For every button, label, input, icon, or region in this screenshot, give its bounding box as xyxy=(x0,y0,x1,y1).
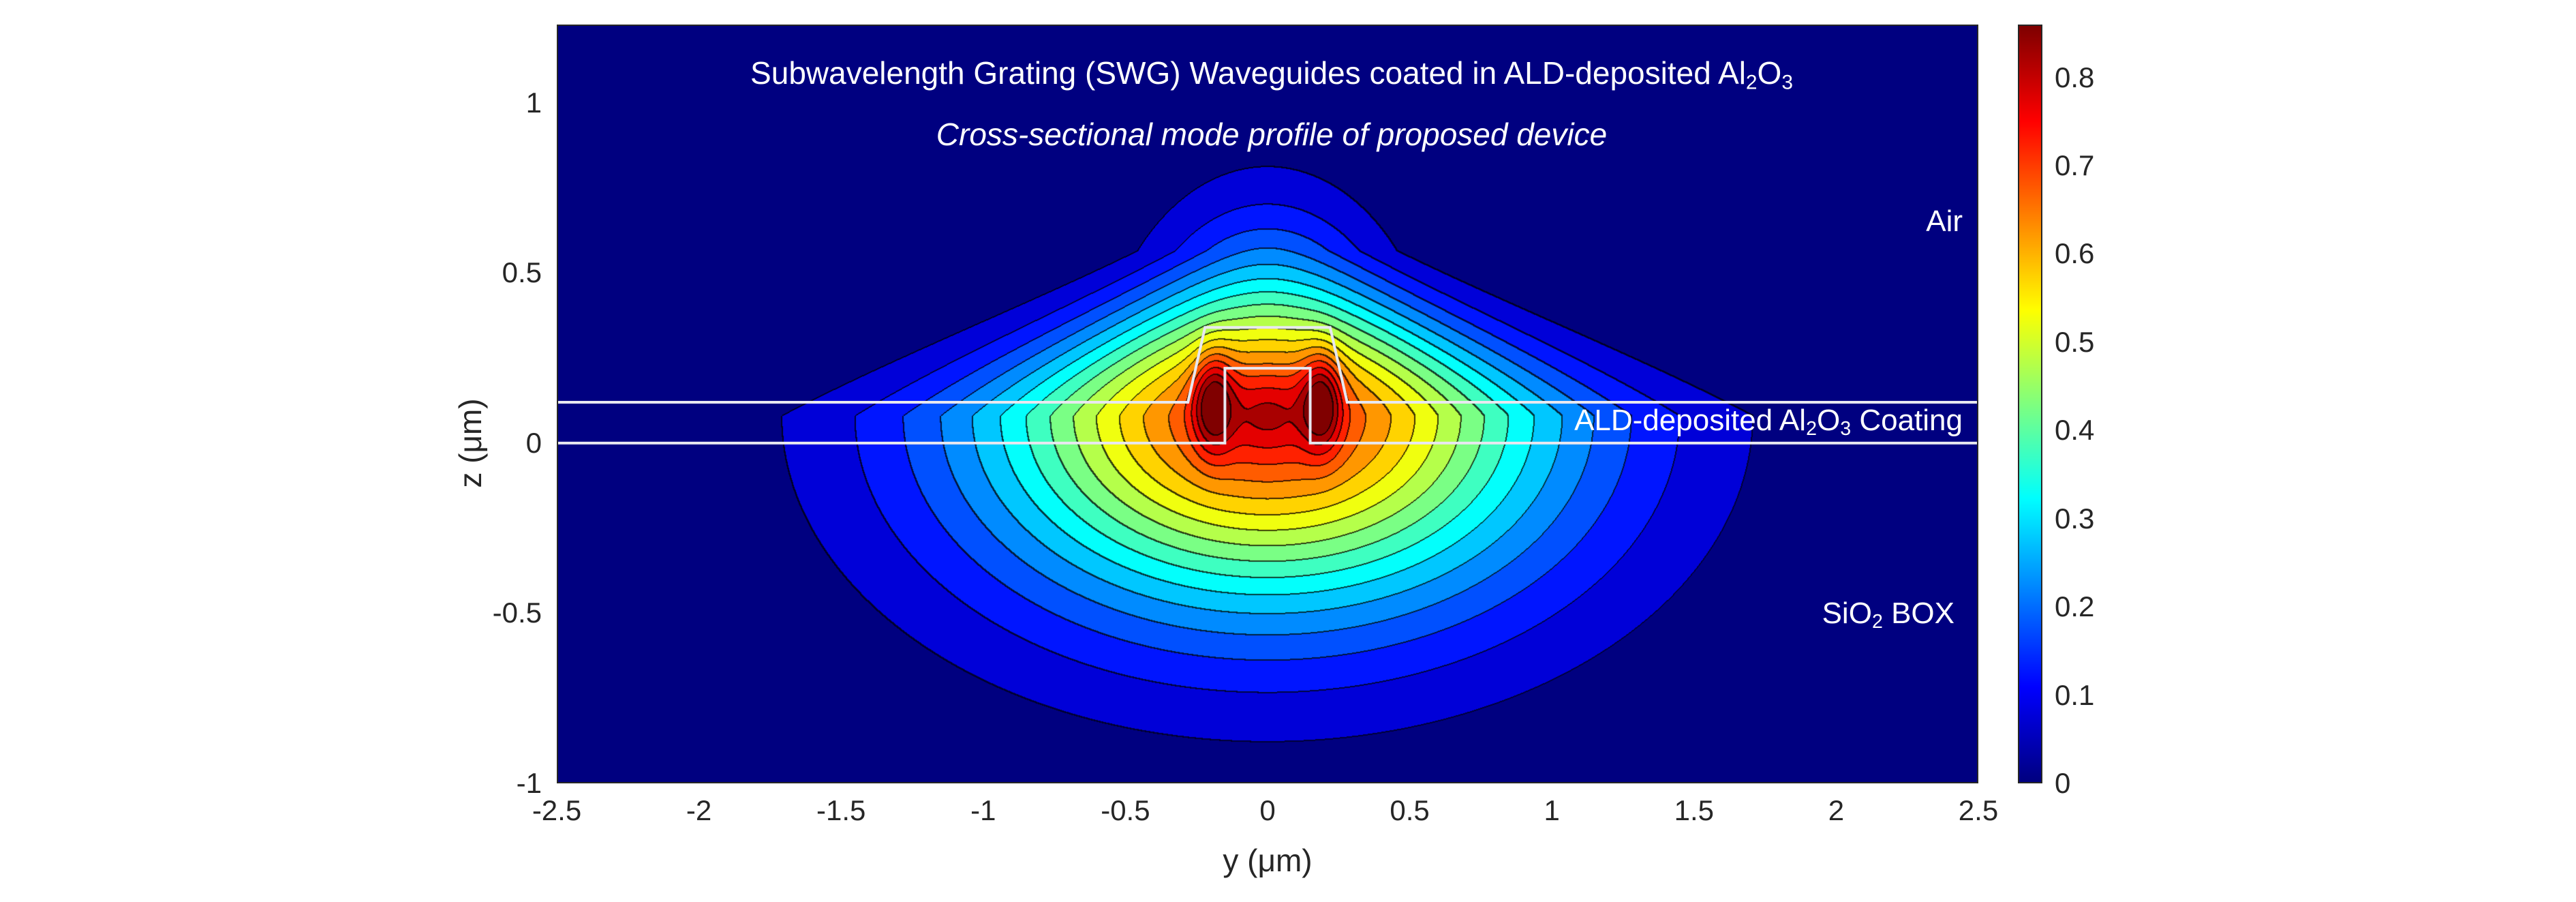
annotation-coating-s2: 3 xyxy=(1840,418,1852,440)
annotation-coating-a: ALD-deposited Al xyxy=(1574,404,1807,437)
annotation-coating: ALD-deposited Al2O3 Coating xyxy=(1574,404,1963,440)
y-tick-label: 1 xyxy=(525,86,542,119)
y-tick-label: -0.5 xyxy=(492,597,542,629)
colorbar-tick-label: 0.6 xyxy=(2055,237,2095,270)
chart-subtitle: Cross-sectional mode profile of proposed… xyxy=(936,117,1608,152)
colorbar-tick-label: 0.3 xyxy=(2055,502,2095,535)
annotation-box-a: SiO xyxy=(1822,597,1872,630)
annotation-air: Air xyxy=(1926,205,1963,238)
chart-title-mid: O xyxy=(1757,55,1782,91)
substrate-boundary xyxy=(557,367,1978,445)
annotation-coating-c: Coating xyxy=(1851,404,1963,437)
x-tick-label: -2.5 xyxy=(532,794,582,826)
x-tick-label: 1 xyxy=(1544,794,1560,826)
waveguide-structure-outline xyxy=(557,326,1978,445)
mode-field-contour-map xyxy=(557,25,1978,783)
colorbar-tick-label: 0.1 xyxy=(2055,678,2095,711)
colorbar-tick-label: 0.2 xyxy=(2055,590,2095,623)
y-axis-label: z (μm) xyxy=(453,398,488,488)
x-tick-label: -2 xyxy=(686,794,712,826)
y-tick-label: -1 xyxy=(516,767,542,799)
x-tick-label: 1.5 xyxy=(1674,794,1714,826)
colorbar-tick-label: 0.8 xyxy=(2055,61,2095,93)
x-tick-label: 0 xyxy=(1259,794,1276,826)
x-tick-label: 2.5 xyxy=(1958,794,1999,826)
x-axis-label: y (μm) xyxy=(1223,843,1313,878)
x-tick-label: -1.5 xyxy=(816,794,866,826)
colorbar-tick-label: 0.4 xyxy=(2055,414,2095,447)
x-tick-label: 2 xyxy=(1828,794,1845,826)
colorbar xyxy=(2018,25,2042,783)
colorbar-tick-label: 0 xyxy=(2055,767,2071,799)
annotation-coating-s1: 2 xyxy=(1806,418,1817,440)
chart-title-main: Subwavelength Grating (SWG) Waveguides c… xyxy=(750,55,1746,91)
colorbar-tick-label: 0.7 xyxy=(2055,149,2095,182)
x-tick-label: -0.5 xyxy=(1101,794,1150,826)
annotation-coating-b: O xyxy=(1816,404,1841,437)
annotation-box-b: BOX xyxy=(1882,597,1954,630)
chart-title: Subwavelength Grating (SWG) Waveguides c… xyxy=(750,55,1793,94)
coating-top-boundary xyxy=(557,326,1978,404)
x-tick-label: -1 xyxy=(970,794,996,826)
colorbar-gradient xyxy=(2019,26,2041,782)
chart-title-sub1: 2 xyxy=(1745,71,1758,94)
chart-title-sub2: 3 xyxy=(1781,71,1793,94)
annotation-box: SiO2 BOX xyxy=(1822,597,1954,633)
annotation-box-s1: 2 xyxy=(1871,611,1883,633)
colorbar-tick-label: 0.5 xyxy=(2055,325,2095,358)
y-tick-label: 0.5 xyxy=(502,256,542,289)
contour-plot-area xyxy=(557,25,1978,783)
y-tick-label: 0 xyxy=(525,426,542,459)
x-tick-label: 0.5 xyxy=(1390,794,1430,826)
